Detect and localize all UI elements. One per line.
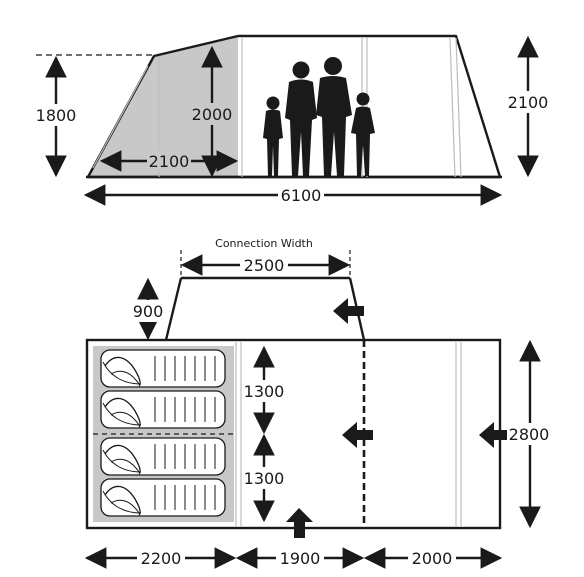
dim-label-len-front: 2000 xyxy=(412,549,453,568)
dim-label-connection-offset: 900 xyxy=(133,302,164,321)
dim-label-bedroom-depth: 2100 xyxy=(149,152,190,171)
dim-label-total-length: 6100 xyxy=(281,186,322,205)
dim-label-total-width: 2800 xyxy=(509,425,550,444)
sleeping-bag xyxy=(100,390,226,429)
door-arrow-front xyxy=(479,422,510,448)
sleeping-bag xyxy=(100,349,226,388)
floor-plan: Connection Width 2500 900 1300 xyxy=(84,237,553,569)
side-view: 1800 2000 2100 2100 6100 xyxy=(34,34,550,206)
pole-line xyxy=(449,37,456,178)
door-arrow-side xyxy=(286,508,313,538)
connection-width-caption: Connection Width xyxy=(215,237,313,250)
dim-label-main-height: 2100 xyxy=(508,93,549,112)
dim-label-len-middle: 1900 xyxy=(280,549,321,568)
dim-label-bay-upper: 1300 xyxy=(244,382,285,401)
dim-label-connection-width: 2500 xyxy=(244,256,285,275)
dim-label-bedroom-height: 2000 xyxy=(192,105,233,124)
connection-edge-left xyxy=(164,277,183,341)
dim-label-len-bedroom: 2200 xyxy=(141,549,182,568)
bedroom-section-side xyxy=(88,36,238,177)
door-arrow-annex xyxy=(342,422,373,448)
dim-label-rear-height: 1800 xyxy=(36,106,77,125)
sleeping-bag xyxy=(100,478,226,517)
sleeping-bag xyxy=(100,437,226,476)
pole-line xyxy=(455,37,462,178)
family-silhouette xyxy=(263,57,375,176)
dim-label-bay-lower: 1300 xyxy=(244,469,285,488)
door-arrow-connection xyxy=(333,298,364,324)
